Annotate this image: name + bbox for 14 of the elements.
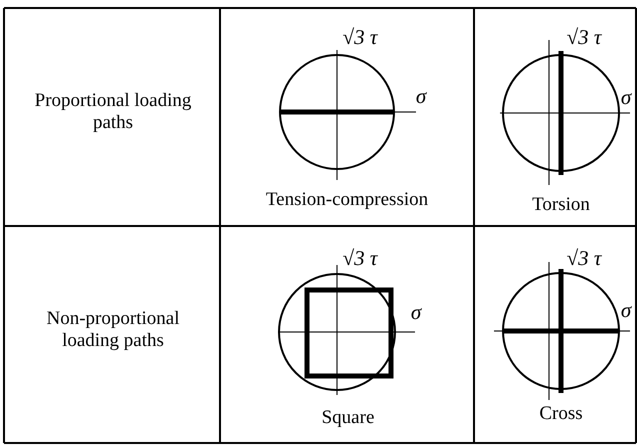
axis-label: √3 τ [566,247,602,269]
axis-label: σ [416,85,426,107]
axis-label: √3 τ [566,26,602,48]
row-heading: Non-proportional loading paths [46,308,180,352]
panel-caption: Torsion [532,194,590,216]
axis-label: σ [410,301,422,323]
axis-label: σ [620,86,632,108]
axis-label: √3 τ [342,26,378,48]
axis-label: σ [620,299,632,321]
panel-caption: Square [322,407,374,429]
panel-caption: Tension-compression [266,189,428,211]
row-heading: Proportional loading paths [34,90,192,134]
panel-caption: Cross [539,403,583,425]
axis-label: √3 τ [342,247,378,269]
